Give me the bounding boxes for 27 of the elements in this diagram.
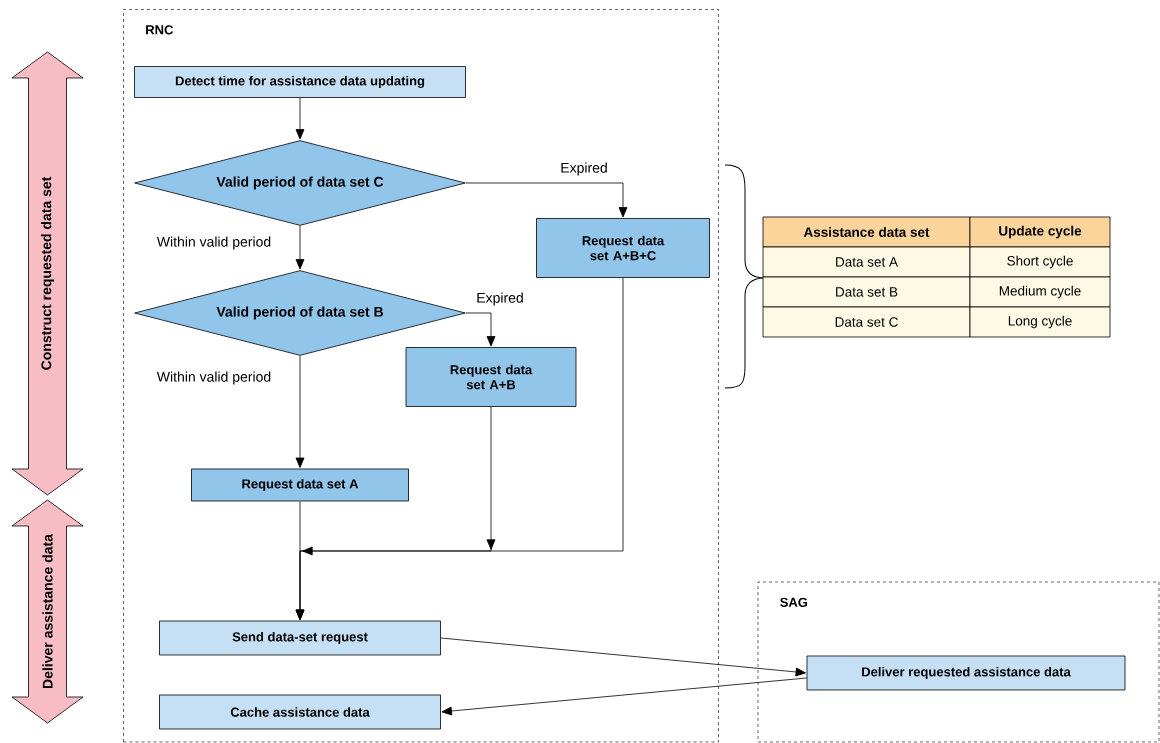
arrow: [295, 97, 305, 140]
table-cell: Medium cycle: [969, 276, 1111, 308]
table-cell: Data set A: [762, 246, 971, 278]
edge-label: Expired: [559, 161, 609, 177]
edge-label: Within valid period: [155, 235, 273, 251]
process-box: Deliver requested assistance data: [806, 655, 1126, 691]
arrow: [295, 277, 624, 620]
process-box: Request data set A+B: [405, 347, 577, 407]
arrow: [441, 677, 807, 716]
arrow: [465, 182, 628, 218]
table-header-cell: Update cycle: [969, 216, 1111, 248]
table-cell: Data set C: [762, 306, 971, 338]
process-box: Detect time for assistance data updating: [134, 66, 466, 98]
table-cell: Data set B: [762, 276, 971, 308]
arrow: [440, 637, 806, 677]
arrow: [295, 355, 305, 468]
table-cell: Short cycle: [969, 246, 1111, 278]
edge-label: Within valid period: [155, 370, 273, 386]
process-box: Send data-set request: [159, 620, 441, 656]
table-header-cell: Assistance data set: [762, 216, 971, 248]
arrow: [295, 225, 305, 270]
process-box: Request data set A+B+C: [536, 218, 710, 278]
edge-label: Expired: [475, 291, 525, 307]
arrow: [465, 312, 496, 347]
process-box: Cache assistance data: [159, 694, 441, 730]
table-cell: Long cycle: [969, 306, 1111, 338]
process-box: Request data set A: [191, 468, 409, 502]
